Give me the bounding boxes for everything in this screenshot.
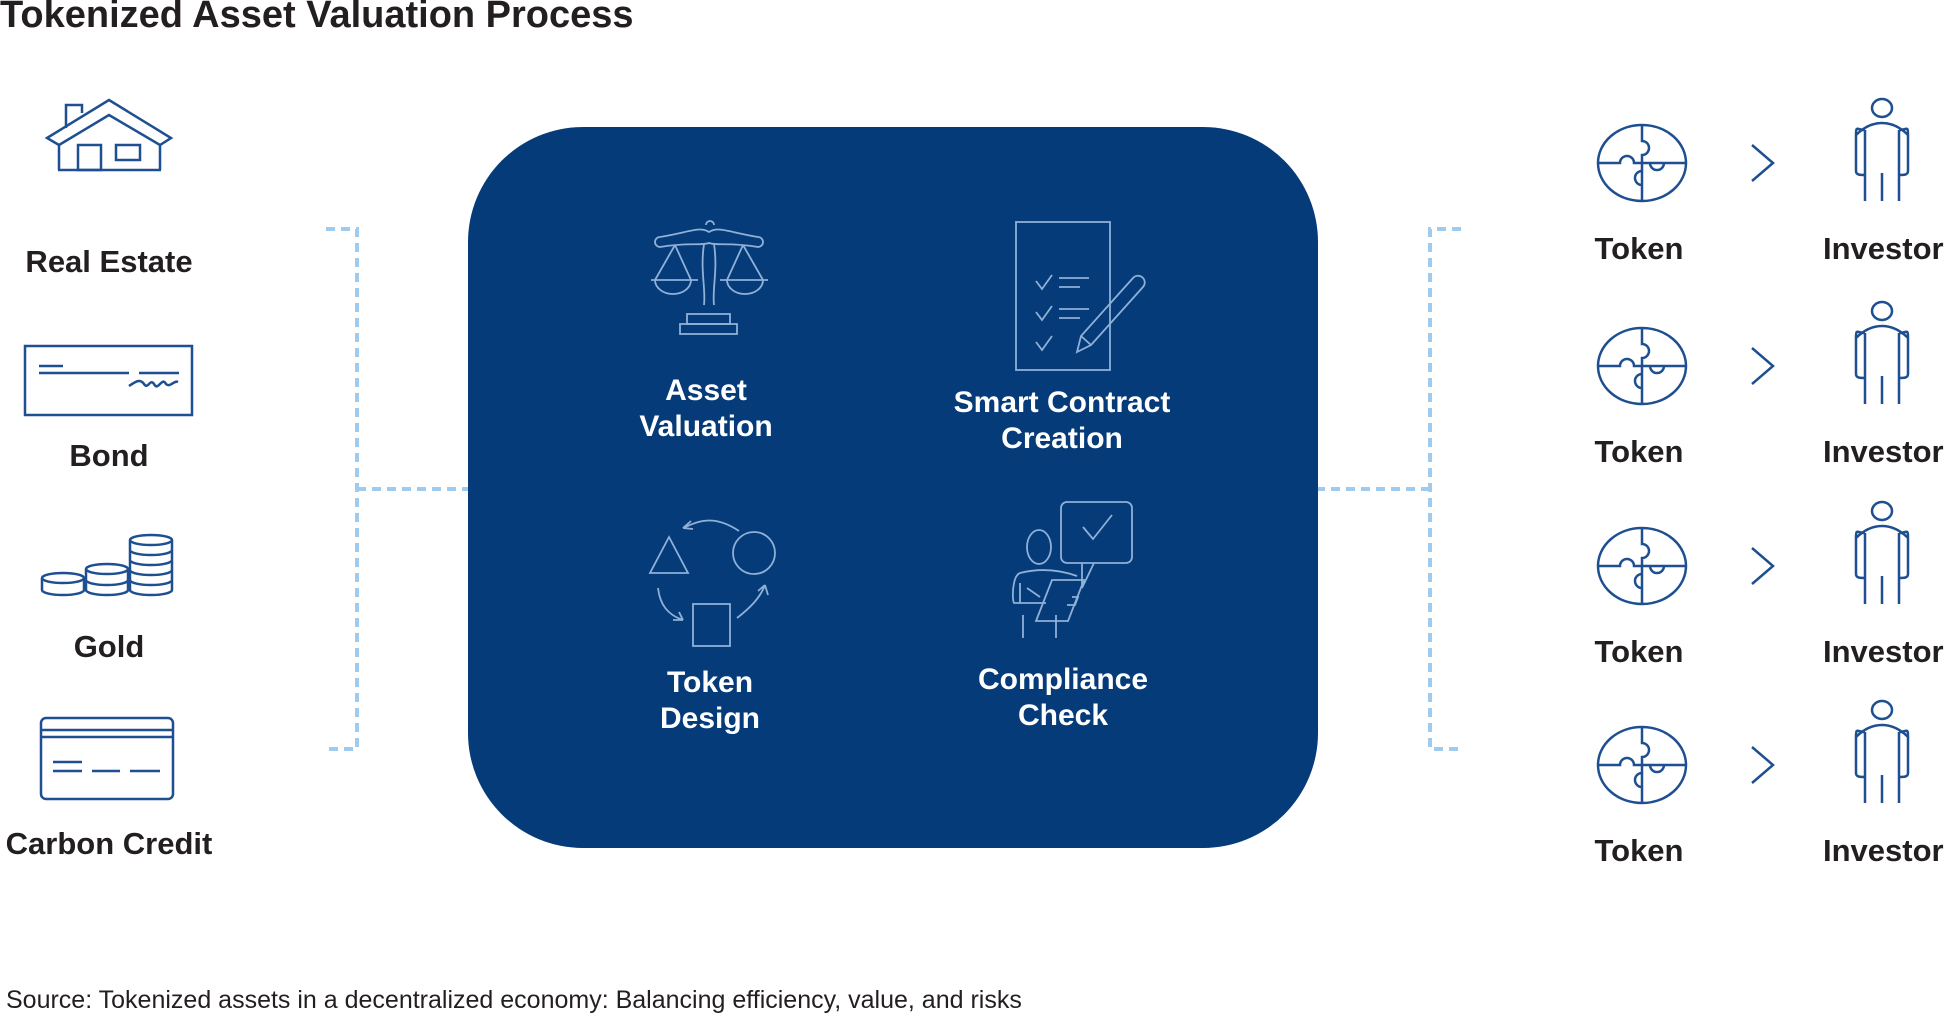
puzzle-token-icon xyxy=(1596,526,1688,606)
puzzle-token-icon xyxy=(1596,725,1688,805)
asset-label-carbon-credit: Carbon Credit xyxy=(5,826,213,861)
step-line-1: Smart Contract xyxy=(953,386,1171,419)
investor-label: Investor xyxy=(1823,434,1944,469)
scales-icon xyxy=(651,220,768,335)
chevron-right-icon xyxy=(1751,144,1775,182)
output-row xyxy=(1596,699,1910,805)
investor-person-icon xyxy=(1854,500,1910,604)
investor-person-icon xyxy=(1854,97,1910,201)
investor-label: Investor xyxy=(1823,634,1944,669)
investor-label: Investor xyxy=(1823,231,1944,266)
chevron-right-icon xyxy=(1751,347,1775,385)
token-label: Token xyxy=(1594,231,1684,266)
output-row xyxy=(1596,500,1910,606)
page-title: Tokenized Asset Valuation Process xyxy=(0,0,634,36)
step-line-2: Creation xyxy=(1001,422,1123,455)
step-line-1: Compliance xyxy=(977,663,1149,696)
token-label: Token xyxy=(1594,634,1684,669)
step-line-1: Asset xyxy=(665,374,747,407)
bond-certificate-icon xyxy=(23,344,194,417)
credit-card-icon xyxy=(39,716,175,801)
puzzle-token-icon xyxy=(1596,123,1688,203)
asset-label-real-estate: Real Estate xyxy=(25,244,193,279)
investor-person-icon xyxy=(1854,300,1910,404)
output-row xyxy=(1596,97,1910,203)
token-label: Token xyxy=(1594,833,1684,868)
investor-label: Investor xyxy=(1823,833,1944,868)
person-approval-icon xyxy=(1012,501,1133,638)
step-line-2: Valuation xyxy=(639,410,773,443)
coin-stacks-icon xyxy=(40,533,174,597)
process-step-asset-valuation: Asset Valuation xyxy=(639,373,772,445)
step-line-2: Design xyxy=(659,702,761,735)
process-box xyxy=(468,127,1318,848)
asset-label-gold: Gold xyxy=(73,629,145,664)
left-bracket xyxy=(326,227,468,751)
puzzle-token-icon xyxy=(1596,326,1688,406)
right-bracket xyxy=(1318,227,1461,751)
source-note: Source: Tokenized assets in a decentrali… xyxy=(6,986,1022,1014)
output-row xyxy=(1596,300,1910,406)
house-icon xyxy=(44,98,174,172)
asset-label-bond: Bond xyxy=(69,438,149,473)
step-line-1: Token xyxy=(666,666,754,699)
chevron-right-icon xyxy=(1751,746,1775,784)
token-label: Token xyxy=(1594,434,1684,469)
process-step-token-design: Token Design xyxy=(660,665,760,737)
chevron-right-icon xyxy=(1751,547,1775,585)
shapes-cycle-icon xyxy=(648,519,776,647)
step-line-2: Check xyxy=(1017,699,1109,732)
investor-person-icon xyxy=(1854,699,1910,803)
checklist-pencil-icon xyxy=(1015,221,1146,371)
process-step-smart-contract: Smart Contract Creation xyxy=(954,385,1171,457)
process-step-compliance-check: Compliance Check xyxy=(978,662,1148,734)
